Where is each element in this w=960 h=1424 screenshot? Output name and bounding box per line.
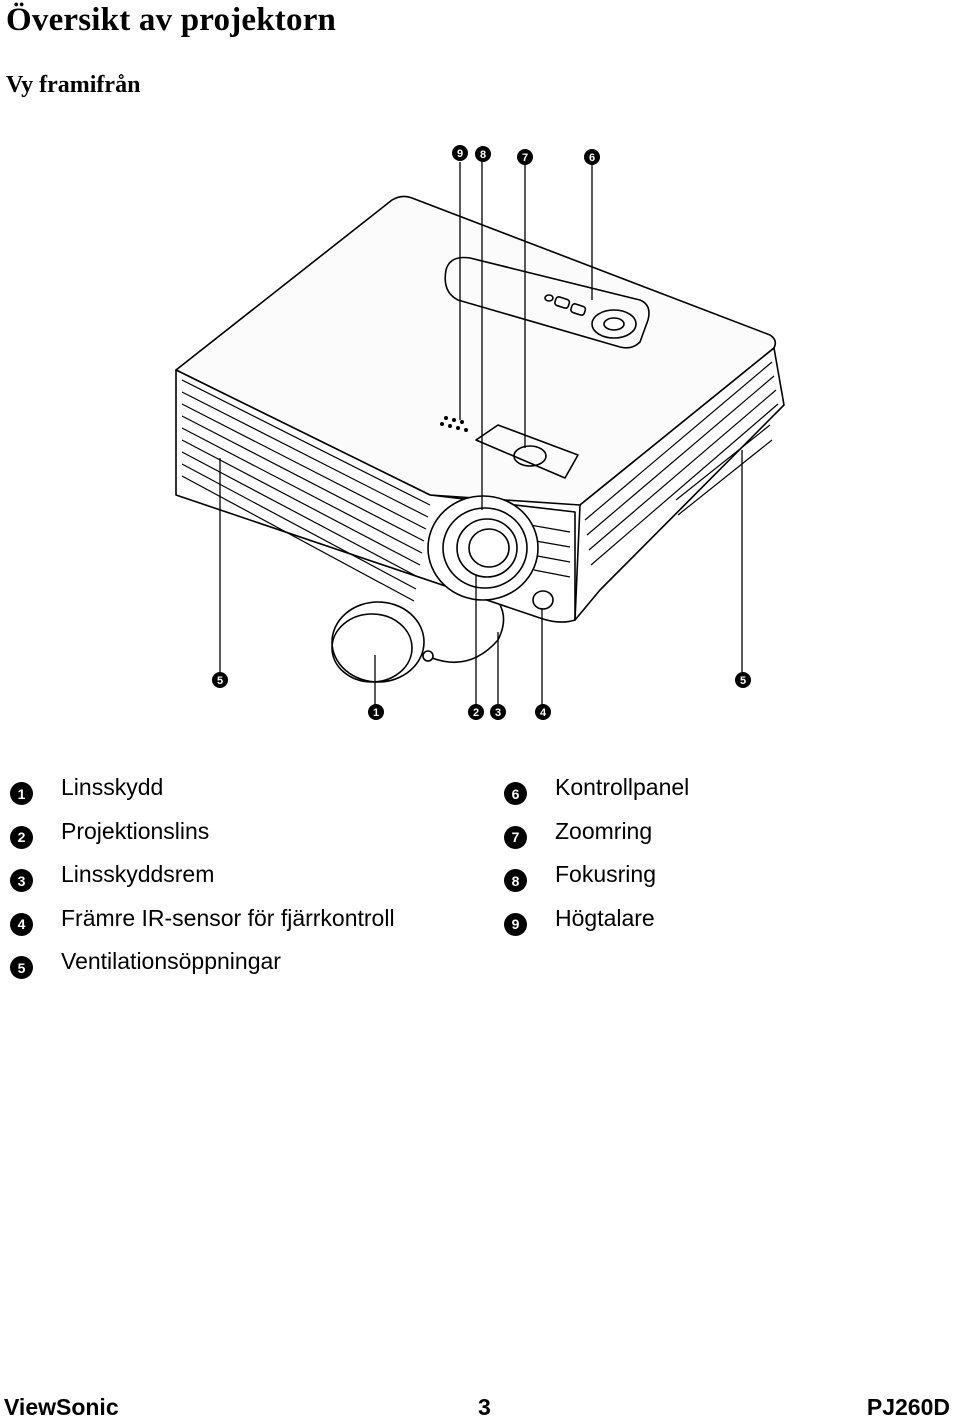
callout-badge: 5 <box>212 672 228 688</box>
legend-number-badge: 5 <box>10 956 33 979</box>
callout-badge: 4 <box>535 704 551 720</box>
lens-focus-ring <box>442 507 528 589</box>
svg-text:3: 3 <box>495 707 501 719</box>
legend-label: Linsskyddsrem <box>61 861 215 887</box>
callout-badge: 3 <box>490 704 506 720</box>
legend-label: Ventilationsöppningar <box>61 948 281 974</box>
callout-badge: 6 <box>584 149 600 165</box>
legend-label: Kontrollpanel <box>555 774 690 800</box>
lens-cap-strap <box>431 604 505 664</box>
leader-lines <box>219 162 743 705</box>
legend-label: Främre IR-sensor för fjärrkontroll <box>61 904 395 931</box>
svg-text:6: 6 <box>589 152 595 164</box>
callout-badges: 9 8 7 6 5 5 1 2 3 4 <box>212 145 751 720</box>
speaker-holes <box>440 416 468 432</box>
legend-number-badge: 3 <box>10 869 33 892</box>
legend-number-badge: 7 <box>504 825 527 849</box>
side-vents <box>584 361 779 566</box>
projector-illustration: 9 8 7 6 5 5 1 2 3 4 <box>175 145 785 720</box>
legend-label: Projektionslins <box>61 817 210 844</box>
callout-badge: 5 <box>735 672 751 688</box>
legend-label: Zoomring <box>555 817 653 844</box>
page-subtitle: Vy framifrån <box>6 72 141 98</box>
svg-text:5: 5 <box>217 675 223 687</box>
lens-housing <box>427 495 539 601</box>
svg-text:9: 9 <box>457 148 463 160</box>
front-vents <box>181 379 571 602</box>
callout-badge: 8 <box>475 146 491 162</box>
svg-text:8: 8 <box>480 149 486 161</box>
svg-text:4: 4 <box>540 707 547 719</box>
callout-badge: 1 <box>368 704 384 720</box>
footer-page-number: 3 <box>478 1394 491 1420</box>
svg-text:1: 1 <box>373 707 379 719</box>
projector-right-side <box>574 347 785 621</box>
footer-model: PJ260D <box>866 1394 950 1420</box>
control-pad <box>591 309 637 339</box>
callout-badge: 9 <box>452 145 468 161</box>
legend-number-badge: 4 <box>10 912 33 936</box>
legend-label: Linsskydd <box>61 774 164 800</box>
ir-sensor <box>532 590 554 610</box>
control-panel-outline <box>444 256 650 349</box>
callout-badge: 2 <box>468 704 484 720</box>
svg-text:7: 7 <box>522 152 528 164</box>
legend-number-badge: 2 <box>10 825 33 849</box>
projection-lens-glass <box>456 518 518 578</box>
page-title: Översikt av projektorn <box>6 2 337 38</box>
legend-label: Fokusring <box>555 861 656 887</box>
callout-badge: 7 <box>517 149 533 165</box>
legend-number-badge: 6 <box>504 782 527 805</box>
legend-label: Högtalare <box>555 904 655 931</box>
svg-text:5: 5 <box>740 675 746 687</box>
legend-number-badge: 9 <box>504 912 527 936</box>
legend-number-badge: 8 <box>504 869 527 892</box>
svg-text:2: 2 <box>473 707 479 719</box>
legend-number-badge: 1 <box>10 782 33 805</box>
footer-brand: ViewSonic <box>4 1394 119 1420</box>
